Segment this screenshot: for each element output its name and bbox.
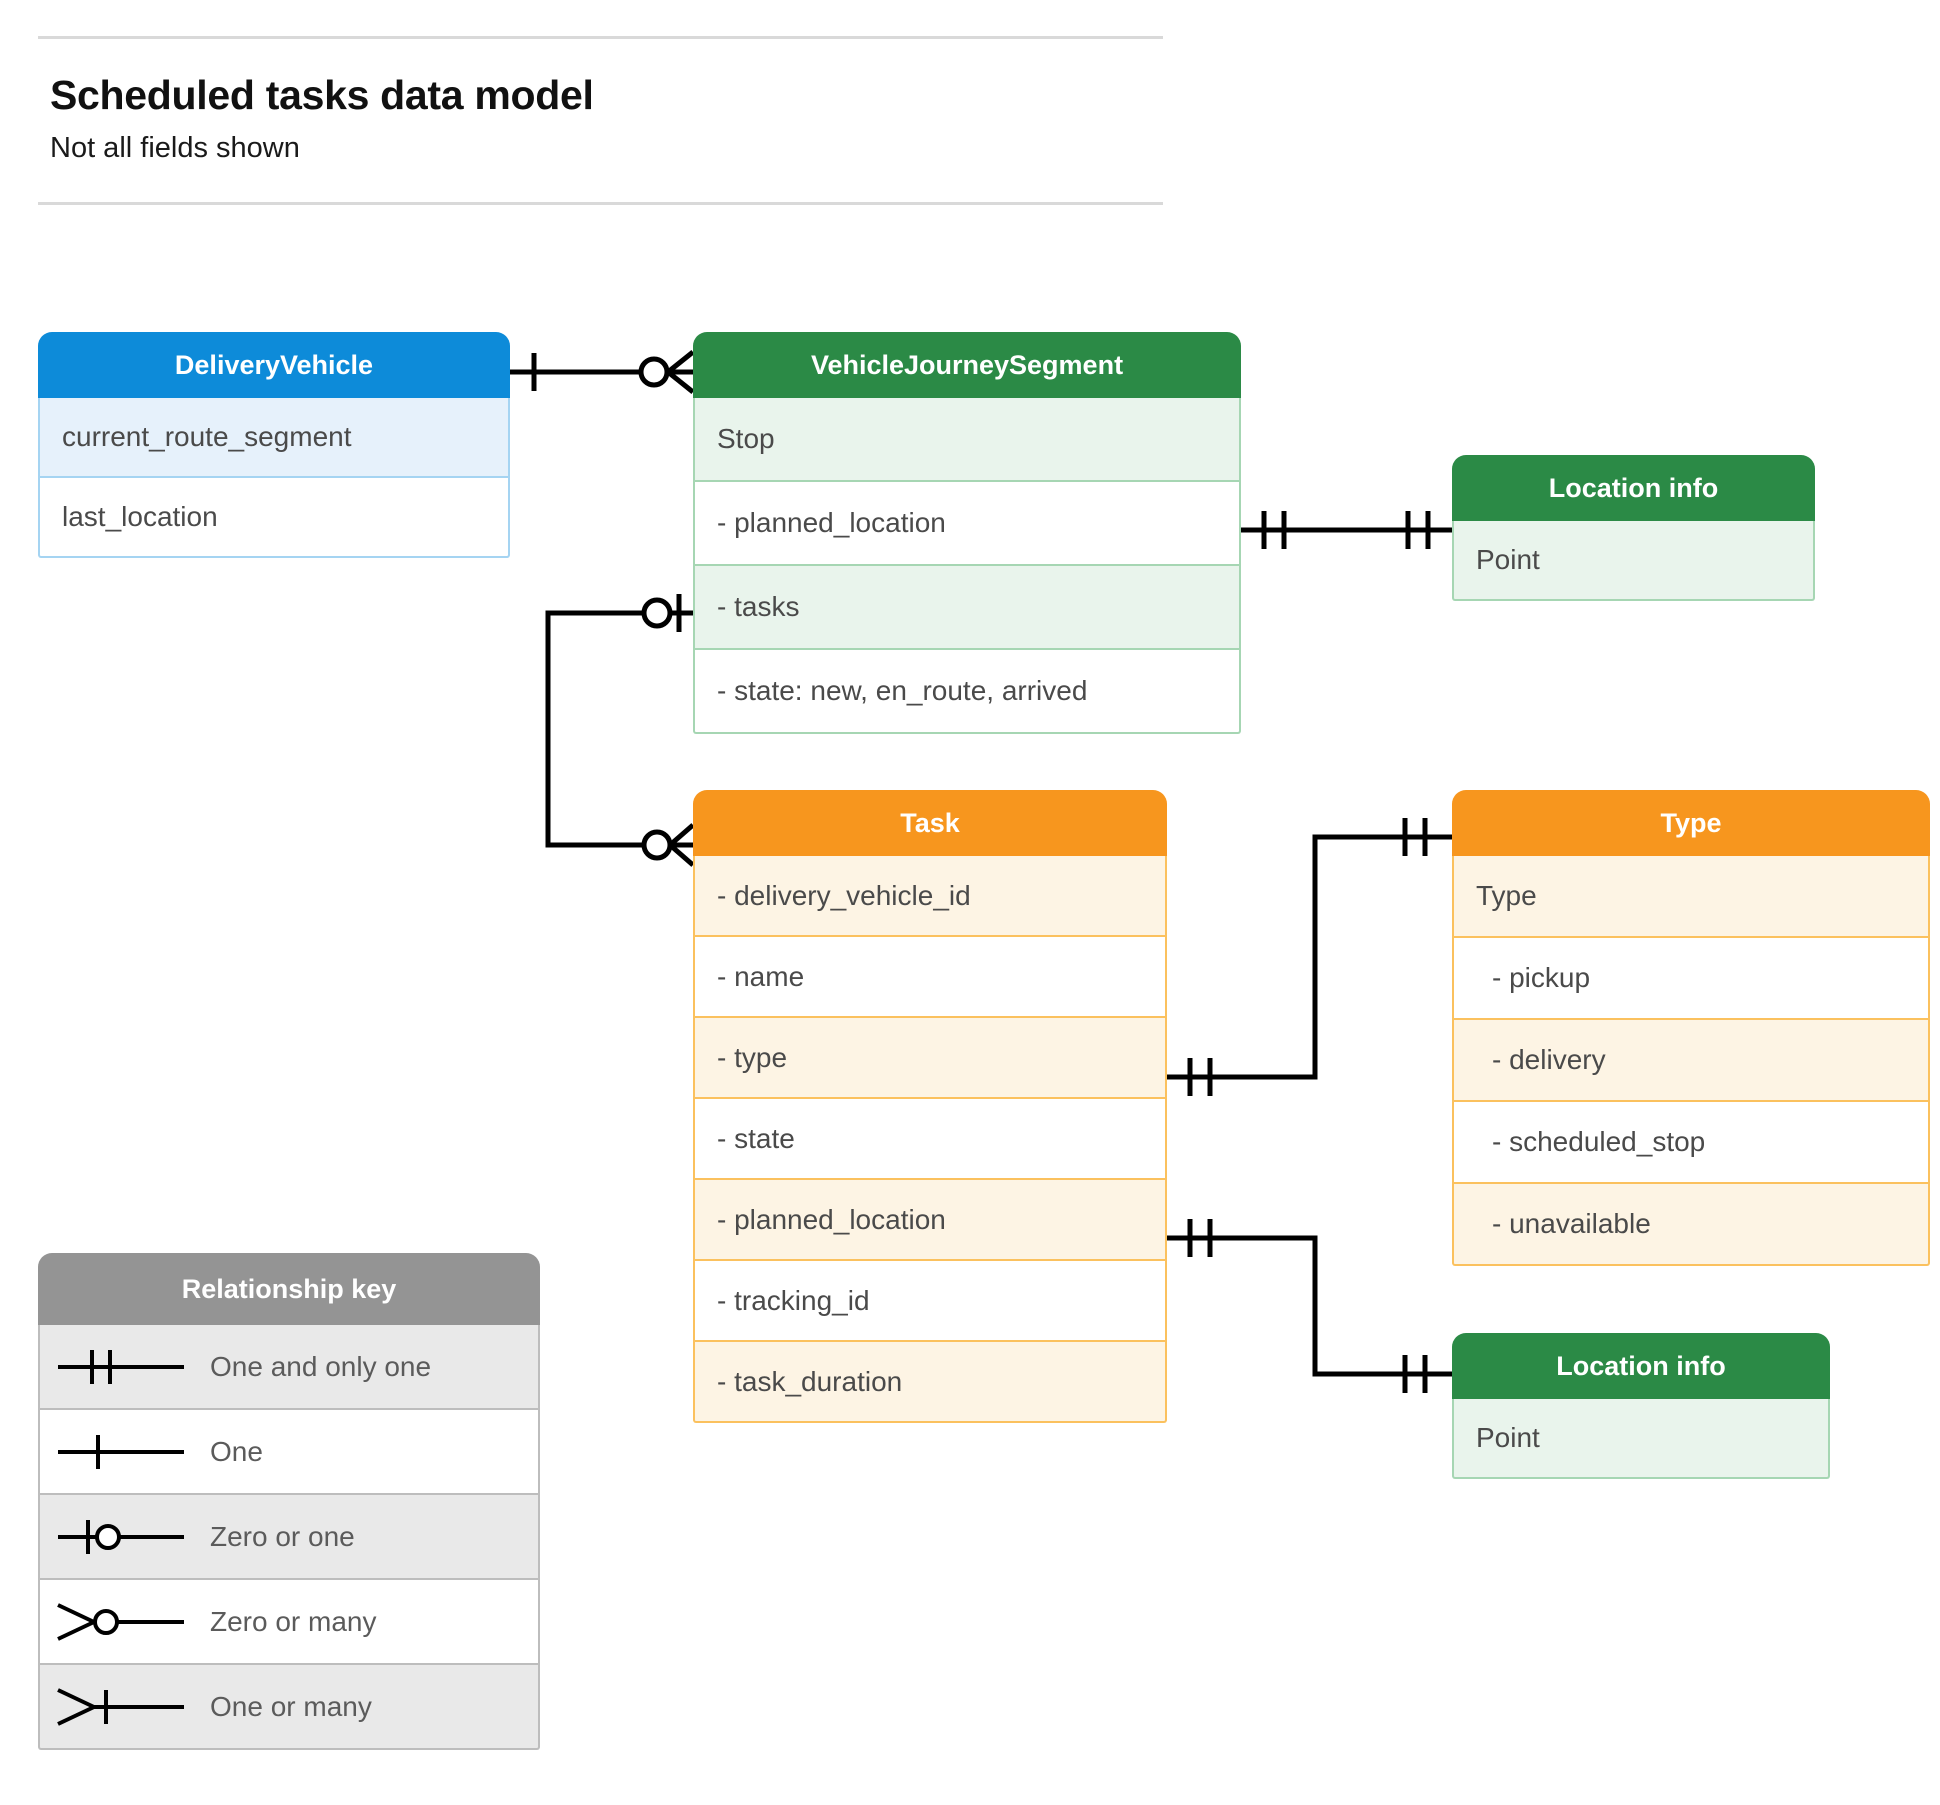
field-row: - planned_location [693,1180,1167,1261]
legend-item-label: One [210,1435,263,1467]
field-row: - planned_location [693,482,1241,566]
field-row: - type [693,1018,1167,1099]
field-row: - tasks [693,566,1241,650]
legend-item: One [38,1410,540,1495]
field-row: - tracking_id [693,1261,1167,1342]
legend-item-label: Zero or many [210,1605,377,1637]
field-row: - name [693,937,1167,1018]
entity-header-location-info-top: Location info [1452,455,1815,521]
one-icon [40,1430,210,1474]
one-or-many-icon [40,1685,210,1729]
entity-header-delivery-vehicle: DeliveryVehicle [38,332,510,398]
field-row: Point [1452,1399,1830,1479]
field-row: - scheduled_stop [1452,1102,1930,1184]
one-and-only-one-icon [40,1345,210,1389]
field-row: - task_duration [693,1342,1167,1423]
legend-item-label: Zero or one [210,1520,355,1552]
entity-location-info-bottom[interactable]: Location info Point [1452,1333,1830,1479]
field-row: - pickup [1452,938,1930,1020]
field-row: - unavailable [1452,1184,1930,1266]
field-row: current_route_segment [38,398,510,478]
legend-title: Relationship key [38,1253,540,1325]
zero-or-one-icon [40,1515,210,1559]
zero-or-many-icon [40,1600,210,1644]
field-row: Point [1452,521,1815,601]
field-row: - delivery_vehicle_id [693,856,1167,937]
legend-item: Zero or one [38,1495,540,1580]
field-row: Type [1452,856,1930,938]
page-title: Scheduled tasks data model [50,72,594,118]
entity-header-type: Type [1452,790,1930,856]
field-row: - delivery [1452,1020,1930,1102]
legend-item-label: One or many [210,1690,372,1722]
header-divider-top [38,36,1163,39]
header-divider-bottom [38,202,1163,205]
field-row: - state: new, en_route, arrived [693,650,1241,734]
legend-item: One and only one [38,1325,540,1410]
page-subtitle: Not all fields shown [50,132,300,164]
field-row: Stop [693,398,1241,482]
legend-item: Zero or many [38,1580,540,1665]
field-row: last_location [38,478,510,558]
entity-location-info-top[interactable]: Location info Point [1452,455,1815,601]
entity-header-task: Task [693,790,1167,856]
field-row: - state [693,1099,1167,1180]
entity-vehicle-journey-segment[interactable]: VehicleJourneySegment Stop - planned_loc… [693,332,1241,734]
entity-task[interactable]: Task - delivery_vehicle_id - name - type… [693,790,1167,1423]
legend-relationship-key[interactable]: Relationship key One and only one One [38,1253,540,1750]
entity-header-vehicle-journey-segment: VehicleJourneySegment [693,332,1241,398]
entity-header-location-info-bottom: Location info [1452,1333,1830,1399]
legend-item: One or many [38,1665,540,1750]
legend-item-label: One and only one [210,1350,432,1382]
entity-type[interactable]: Type Type - pickup - delivery - schedule… [1452,790,1930,1266]
entity-delivery-vehicle[interactable]: DeliveryVehicle current_route_segment la… [38,332,510,558]
